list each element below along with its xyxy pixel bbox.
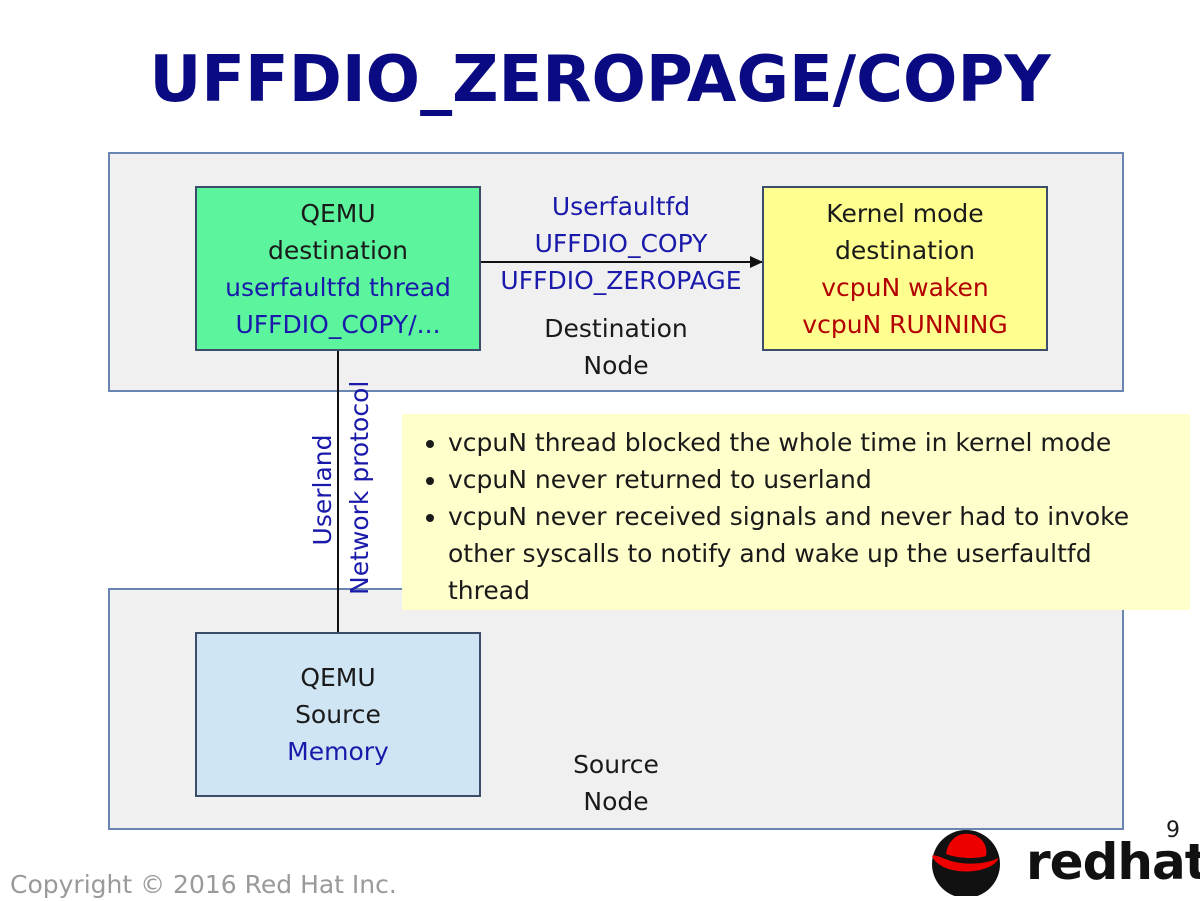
- qemu-source-line1: QEMU: [300, 663, 376, 692]
- source-node-label-line2: Node: [583, 787, 649, 816]
- qemu-destination-box: QEMU destination userfaultfd thread UFFD…: [195, 186, 481, 351]
- copyright-notice: Copyright © 2016 Red Hat Inc.: [10, 870, 397, 899]
- qemu-destination-line2: destination: [267, 235, 409, 265]
- kernel-mode-box: Kernel mode destination vcpuN waken vcpu…: [762, 186, 1048, 351]
- red-hat-logo: redhat.: [928, 826, 1200, 898]
- qemu-destination-line1: QEMU: [300, 198, 376, 228]
- logo-wordmark-text: redhat: [1026, 833, 1200, 891]
- source-node-label-line1: Source: [573, 750, 659, 779]
- note-item: vcpuN never returned to userland: [448, 461, 1180, 498]
- slide-number: 9: [1166, 818, 1180, 843]
- qemu-source-box: QEMU Source Memory: [195, 632, 481, 797]
- arrow-label-line1: Userfaultfd: [551, 192, 691, 221]
- arrow-label-line2: UFFDIO_COPY: [534, 229, 708, 258]
- note-item: vcpuN never received signals and never h…: [448, 498, 1180, 609]
- network-protocol-label: Network protocol: [345, 380, 374, 595]
- kernel-box-line4: vcpuN RUNNING: [802, 309, 1008, 339]
- destination-node-label-line2: Node: [583, 351, 649, 380]
- qemu-destination-line3: userfaultfd thread: [225, 272, 451, 302]
- note-item: vcpuN thread blocked the whole time in k…: [448, 424, 1180, 461]
- qemu-source-line2: Source: [295, 700, 381, 729]
- notes-list: vcpuN thread blocked the whole time in k…: [412, 424, 1180, 609]
- qemu-destination-line4: UFFDIO_COPY/...: [235, 309, 441, 339]
- destination-node-label-line1: Destination: [544, 314, 688, 343]
- source-node-label: Source Node: [496, 746, 736, 820]
- slide-title: UFFDIO_ZEROPAGE/COPY: [149, 43, 1051, 117]
- userland-label: Userland: [308, 434, 337, 546]
- destination-node-label: Destination Node: [496, 310, 736, 384]
- kernel-box-line1: Kernel mode: [826, 198, 984, 228]
- arrow-labels: Userfaultfd UFFDIO_COPY UFFDIO_ZEROPAGE: [486, 188, 756, 299]
- kernel-box-line3: vcpuN waken: [821, 272, 989, 302]
- shadowman-icon: [932, 830, 1000, 898]
- qemu-source-line3: Memory: [287, 737, 389, 766]
- logo-wordmark: redhat.: [1026, 834, 1200, 901]
- arrow-label-line3: UFFDIO_ZEROPAGE: [500, 266, 742, 295]
- kernel-box-line2: destination: [834, 235, 976, 265]
- notes-callout: vcpuN thread blocked the whole time in k…: [402, 414, 1190, 610]
